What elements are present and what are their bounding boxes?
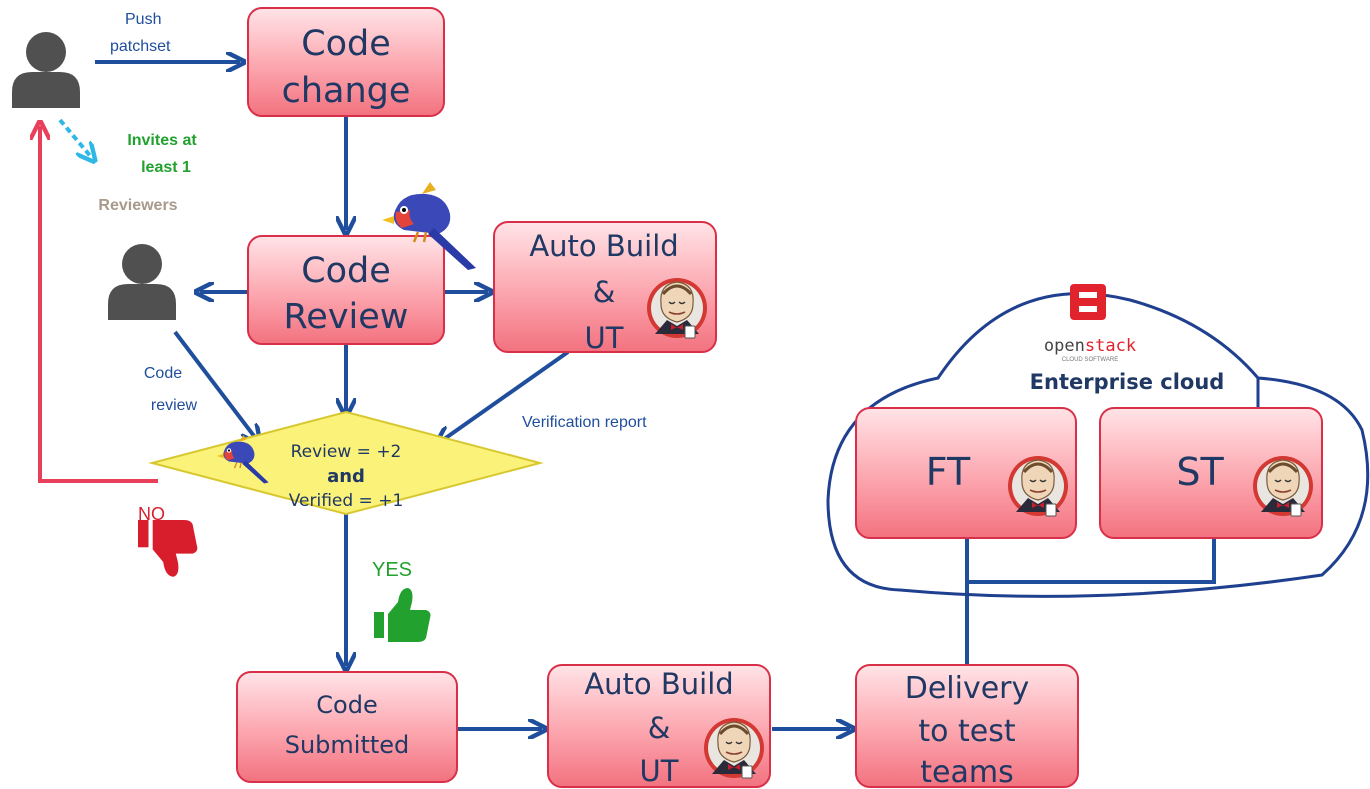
code-review-line1: Code	[301, 251, 391, 291]
svg-text:openstack: openstack	[1044, 336, 1136, 356]
code-review-label-line2: review	[151, 397, 198, 414]
code-submitted-line1: Code	[316, 691, 377, 719]
auto-build-1-line3: UT	[585, 321, 624, 355]
delivery-line3: teams	[920, 755, 1013, 789]
delivery-line1: Delivery	[905, 671, 1030, 706]
push-label: Push	[125, 11, 161, 28]
developer-person-icon	[12, 32, 80, 108]
node-delivery: Delivery to test teams	[855, 664, 1079, 789]
auto-build-1-line2: &	[593, 275, 616, 309]
patchset-label: patchset	[110, 38, 171, 55]
arrow-verification-to-decision	[440, 350, 570, 442]
openstack-tagline: CLOUD SOFTWARE	[1062, 357, 1118, 363]
cloud-title: Enterprise cloud	[1030, 370, 1225, 394]
decision-line1: Review = +2	[291, 442, 402, 462]
openstack-word-stack: stack	[1085, 336, 1136, 356]
auto-build-2-line3: UT	[640, 754, 679, 788]
no-label: NO	[138, 504, 165, 524]
code-change-line1: Code	[301, 24, 391, 64]
jenkins-butler-icon	[645, 276, 709, 340]
invites-label-line2: least 1	[141, 159, 191, 176]
invites-label-line1: Invites at	[127, 132, 197, 149]
yes-label: YES	[372, 559, 412, 581]
delivery-line2: to test	[918, 714, 1016, 749]
node-st: ST	[1099, 407, 1323, 539]
connectors	[40, 62, 1214, 729]
openstack-logo-icon	[1070, 284, 1106, 320]
code-change-line2: change	[282, 71, 411, 111]
code-review-label-line1: Code	[144, 365, 182, 382]
thumbs-up-icon	[374, 588, 431, 642]
decision-line2: and	[327, 466, 365, 487]
openstack-word-open: open	[1044, 336, 1085, 356]
cloud-outline	[826, 292, 1370, 598]
reviewer-person-icon	[108, 244, 176, 320]
node-code-change: Code change	[247, 7, 445, 117]
node-code-submitted: Code Submitted	[236, 671, 458, 783]
jenkins-butler-icon	[1006, 454, 1070, 518]
ft-label: FT	[926, 450, 971, 494]
jenkins-butler-icon	[1251, 454, 1315, 518]
thumbs-down-icon	[138, 520, 198, 577]
arrow-invite-reviewers	[58, 118, 92, 158]
arrow-reviewer-to-decision	[173, 330, 257, 440]
code-review-line2: Review	[284, 297, 409, 337]
code-submitted-line2: Submitted	[285, 731, 410, 759]
enterprise-cloud: openstack CLOUD SOFTWARE Enterprise clou…	[826, 284, 1370, 598]
auto-build-1-line1: Auto Build	[529, 229, 678, 263]
decision-diamond: Review = +2 and Verified = +1	[148, 410, 544, 516]
auto-build-2-line1: Auto Build	[584, 667, 733, 701]
decision-line3: Verified = +1	[289, 491, 404, 511]
node-code-review: Code Review	[247, 235, 445, 345]
st-label: ST	[1176, 450, 1224, 494]
auto-build-2-line2: &	[648, 711, 671, 745]
node-auto-build-2: Auto Build & UT	[547, 664, 771, 788]
reviewers-label: Reviewers	[98, 197, 177, 214]
arrow-no-back-to-developer	[40, 126, 158, 483]
verification-report-label: Verification report	[522, 414, 647, 431]
node-ft: FT	[855, 407, 1077, 539]
jenkins-butler-icon	[702, 716, 766, 780]
node-auto-build-1: Auto Build & UT	[493, 221, 717, 355]
